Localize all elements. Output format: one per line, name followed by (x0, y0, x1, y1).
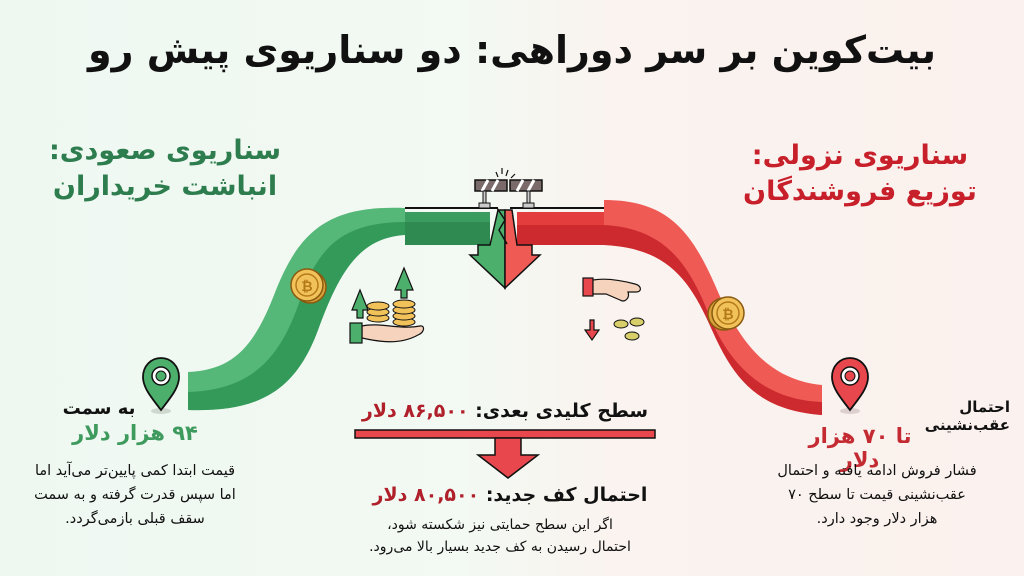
bullish-target-label: به سمت (62, 398, 136, 419)
hand-coins-up-icon (349, 266, 425, 344)
key-level-down-arrow-icon (354, 429, 656, 479)
bullish-desc-line: قیمت ابتدا کمی پایین‌تر می‌آید اما (34, 463, 236, 479)
bearish-desc-line: عقب‌نشینی قیمت تا سطح ۷۰ (788, 487, 966, 503)
bullish-desc-line: سقف قبلی بازمی‌گردد. (65, 511, 205, 527)
bullish-path (188, 207, 506, 411)
key-level-label: سطح کلیدی بعدی: (475, 400, 649, 422)
new-floor-value: ۸۰,۵۰۰ دلار (372, 484, 480, 506)
bullish-title-line1: سناریوی صعودی: (48, 135, 282, 166)
bullish-title-line2: انباشت خریداران (52, 171, 278, 202)
key-level-value: ۸۶,۵۰۰ دلار (361, 400, 469, 422)
bullish-target: به سمت ۹۴ هزار دلار (20, 398, 250, 445)
location-pin-icon-green (142, 357, 180, 414)
bearish-target-label: احتمال عقب‌نشینی (924, 398, 1010, 434)
middle-description: اگر این سطح حمایتی نیز شکسته شود، احتمال… (330, 514, 670, 558)
middle-desc-line: اگر این سطح حمایتی نیز شکسته شود، (387, 517, 613, 533)
bitcoin-coin-icon-red: ₿ (707, 296, 745, 331)
bearish-path (496, 200, 822, 415)
bullish-target-value: ۹۴ هزار دلار (72, 421, 198, 445)
bullish-description: قیمت ابتدا کمی پایین‌تر می‌آید اما اما س… (10, 459, 260, 531)
bearish-target-value: تا ۷۰ هزار دلار (808, 424, 912, 472)
key-level: سطح کلیدی بعدی: ۸۶,۵۰۰ دلار (350, 400, 660, 422)
middle-desc-line: احتمال رسیدن به کف جدید بسیار بالا می‌رو… (369, 539, 631, 555)
broken-barrier-icon (474, 168, 543, 209)
bitcoin-coin-icon-green: ₿ (290, 268, 327, 304)
bullish-scenario-title: سناریوی صعودی: انباشت خریداران (40, 133, 290, 205)
bullish-desc-line: اما سپس قدرت گرفته و به سمت (34, 487, 236, 503)
location-pin-icon-red (831, 357, 869, 414)
bearish-desc-line: فشار فروش ادامه یافته و احتمال (777, 463, 977, 479)
svg-text:₿: ₿ (722, 307, 733, 323)
bearish-scenario-title: سناریوی نزولی: توزیع فروشندگان (730, 138, 990, 210)
hand-dropping-coins-icon (582, 277, 645, 342)
bearish-title-line2: توزیع فروشندگان (743, 176, 977, 207)
new-floor: احتمال کف جدید: ۸۰,۵۰۰ دلار (360, 484, 660, 506)
bearish-description: فشار فروش ادامه یافته و احتمال عقب‌نشینی… (752, 459, 1002, 531)
bearish-title-line1: سناریوی نزولی: (751, 140, 969, 171)
new-floor-label: احتمال کف جدید: (485, 484, 648, 506)
page-title: بیت‌کوین بر سر دوراهی: دو سناریوی پیش رو (88, 28, 936, 72)
bearish-target: احتمال عقب‌نشینی (820, 398, 1020, 434)
svg-text:₿: ₿ (301, 279, 312, 295)
bearish-desc-line: هزار دلار وجود دارد. (816, 511, 938, 527)
